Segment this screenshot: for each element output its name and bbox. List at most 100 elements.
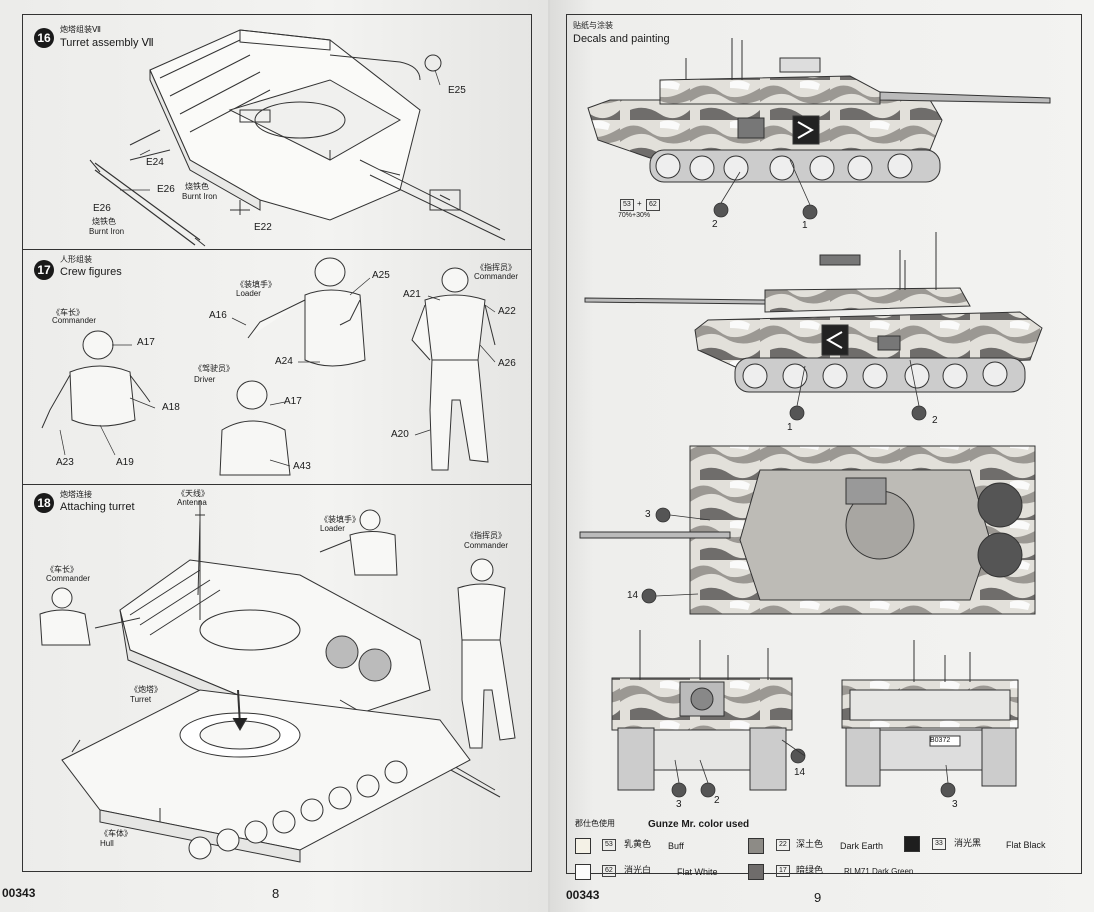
left-frame: [22, 14, 532, 872]
step-16-badge: 16: [34, 28, 54, 48]
decal-callout: 1: [787, 422, 793, 433]
color-code: 17: [776, 865, 790, 877]
hull-label-cn: 《车体》: [100, 829, 132, 838]
decal-callout: 3: [645, 509, 651, 520]
decal-callout: 3: [676, 799, 682, 810]
part-label: A26: [498, 358, 516, 369]
decal-callout: 14: [627, 590, 639, 601]
part-label: E22: [254, 222, 272, 233]
part-label: E26: [93, 203, 111, 214]
loader-label-en: Loader: [236, 289, 261, 298]
commander2-label-en: Commander: [474, 272, 519, 281]
color-name-en: Flat Black: [1006, 840, 1046, 850]
commander2-label-cn: 《指挥员》: [466, 531, 506, 540]
commander-label-en: Commander: [52, 316, 97, 325]
color-name-en: Buff: [668, 841, 684, 851]
page-number: 8: [272, 886, 280, 901]
legend-title-en: Gunze Mr. color used: [648, 819, 750, 830]
decal-callout: 2: [932, 415, 938, 426]
tank-profiles-drawing: [579, 38, 1051, 798]
part-label: E26: [157, 184, 175, 195]
commander-label-cn: 《车长》: [46, 565, 78, 574]
part-label: A17: [284, 396, 302, 407]
part-label: E24: [146, 157, 164, 168]
product-code: 00343: [566, 888, 600, 902]
color-swatch-dark-green: [748, 864, 764, 880]
color-swatch-flat-black: [904, 836, 920, 852]
color-name-cn: 乳黄色: [624, 840, 652, 850]
burnt-iron-note-cn: 烧铁色: [185, 182, 209, 191]
antenna-label-cn: 《天线》: [177, 489, 209, 498]
loader-label-en: Loader: [320, 524, 345, 533]
part-label: A18: [162, 402, 180, 413]
part-label: A20: [391, 429, 409, 440]
section-divider: [22, 249, 532, 250]
color-name-en: Dark Earth: [840, 841, 884, 851]
step-18-title-cn: 炮塔连接: [60, 490, 92, 499]
color-swatch-dark-earth: [748, 838, 764, 854]
right-frame: [566, 14, 1082, 874]
mix-plus: +: [637, 199, 642, 208]
commander-label-en: Commander: [46, 574, 91, 583]
commander-label-cn: 《车长》: [52, 308, 84, 317]
product-code: 00343: [2, 886, 36, 900]
legend-title-cn: 郡仕色使用: [575, 819, 615, 828]
part-label: A19: [116, 457, 134, 468]
commander2-label-en: Commander: [464, 541, 509, 550]
turret-label-cn: 《炮塔》: [130, 685, 162, 694]
decals-title-cn: 贴纸与涂装: [573, 21, 613, 30]
color-code: 53: [602, 839, 616, 851]
decal-callout: 1: [802, 220, 808, 231]
color-name-en: Flat White: [677, 867, 718, 877]
crew-figures-drawing: [41, 257, 496, 476]
color-name-en: RLM71 Dark Green: [844, 867, 914, 876]
step-18-badge: 18: [34, 493, 54, 513]
attaching-turret-drawing: [39, 500, 516, 863]
antenna-label-en: Antenna: [177, 498, 207, 507]
decal-callout: 2: [714, 795, 720, 806]
part-label: A16: [209, 310, 227, 321]
right-page: 贴纸与涂装 Decals and painting: [550, 0, 1094, 912]
decal-callout: 14: [794, 767, 806, 778]
left-page: 16 炮塔组装Ⅶ Turret assembly Ⅶ E25 E24 E: [0, 0, 548, 912]
part-label: A17: [137, 337, 155, 348]
commander2-label-cn: 《指挥员》: [476, 263, 516, 272]
rear-plate-number: B0372: [930, 737, 951, 744]
color-code: 33: [932, 838, 946, 850]
color-swatch-flat-white: [575, 864, 591, 880]
part-label: A43: [293, 461, 311, 472]
mix-ratio: 70%+30%: [618, 212, 651, 219]
color-name-cn: 消光白: [624, 866, 652, 876]
step-17-badge: 17: [34, 260, 54, 280]
color-code: 22: [776, 839, 790, 851]
turret-assembly-drawing: [89, 29, 506, 247]
driver-label-cn: 《驾驶员》: [194, 364, 234, 373]
part-label: A22: [498, 306, 516, 317]
color-name-cn: 暗绿色: [796, 866, 824, 876]
mix-code-62: 62: [646, 199, 660, 211]
hull-label-en: Hull: [100, 839, 114, 848]
part-label: E25: [448, 85, 466, 96]
turret-label-en: Turret: [130, 695, 152, 704]
color-code: 62: [602, 865, 616, 877]
driver-label-en: Driver: [194, 375, 216, 384]
burnt-iron-note-en: Burnt Iron: [182, 192, 218, 201]
step-16-title-cn: 炮塔组装Ⅶ: [60, 25, 101, 34]
section-divider: [22, 484, 532, 485]
loader-label-cn: 《装填手》: [320, 515, 360, 524]
step-17-title-en: Crew figures: [60, 266, 122, 278]
burnt-iron-note-en: Burnt Iron: [89, 227, 125, 236]
step-17-title-cn: 人形组装: [60, 255, 92, 264]
decal-callout: 2: [712, 219, 718, 230]
part-label: A24: [275, 356, 293, 367]
part-label: A25: [372, 270, 390, 281]
loader-label-cn: 《装填手》: [236, 280, 276, 289]
color-name-cn: 深土色: [796, 840, 824, 850]
mix-code-53: 53: [620, 199, 634, 211]
step-18-title-en: Attaching turret: [60, 501, 135, 513]
part-label: A23: [56, 457, 74, 468]
part-label: A21: [403, 289, 421, 300]
decal-callout: 3: [952, 799, 958, 810]
decals-title-en: Decals and painting: [573, 33, 670, 45]
color-swatch-buff: [575, 838, 591, 854]
